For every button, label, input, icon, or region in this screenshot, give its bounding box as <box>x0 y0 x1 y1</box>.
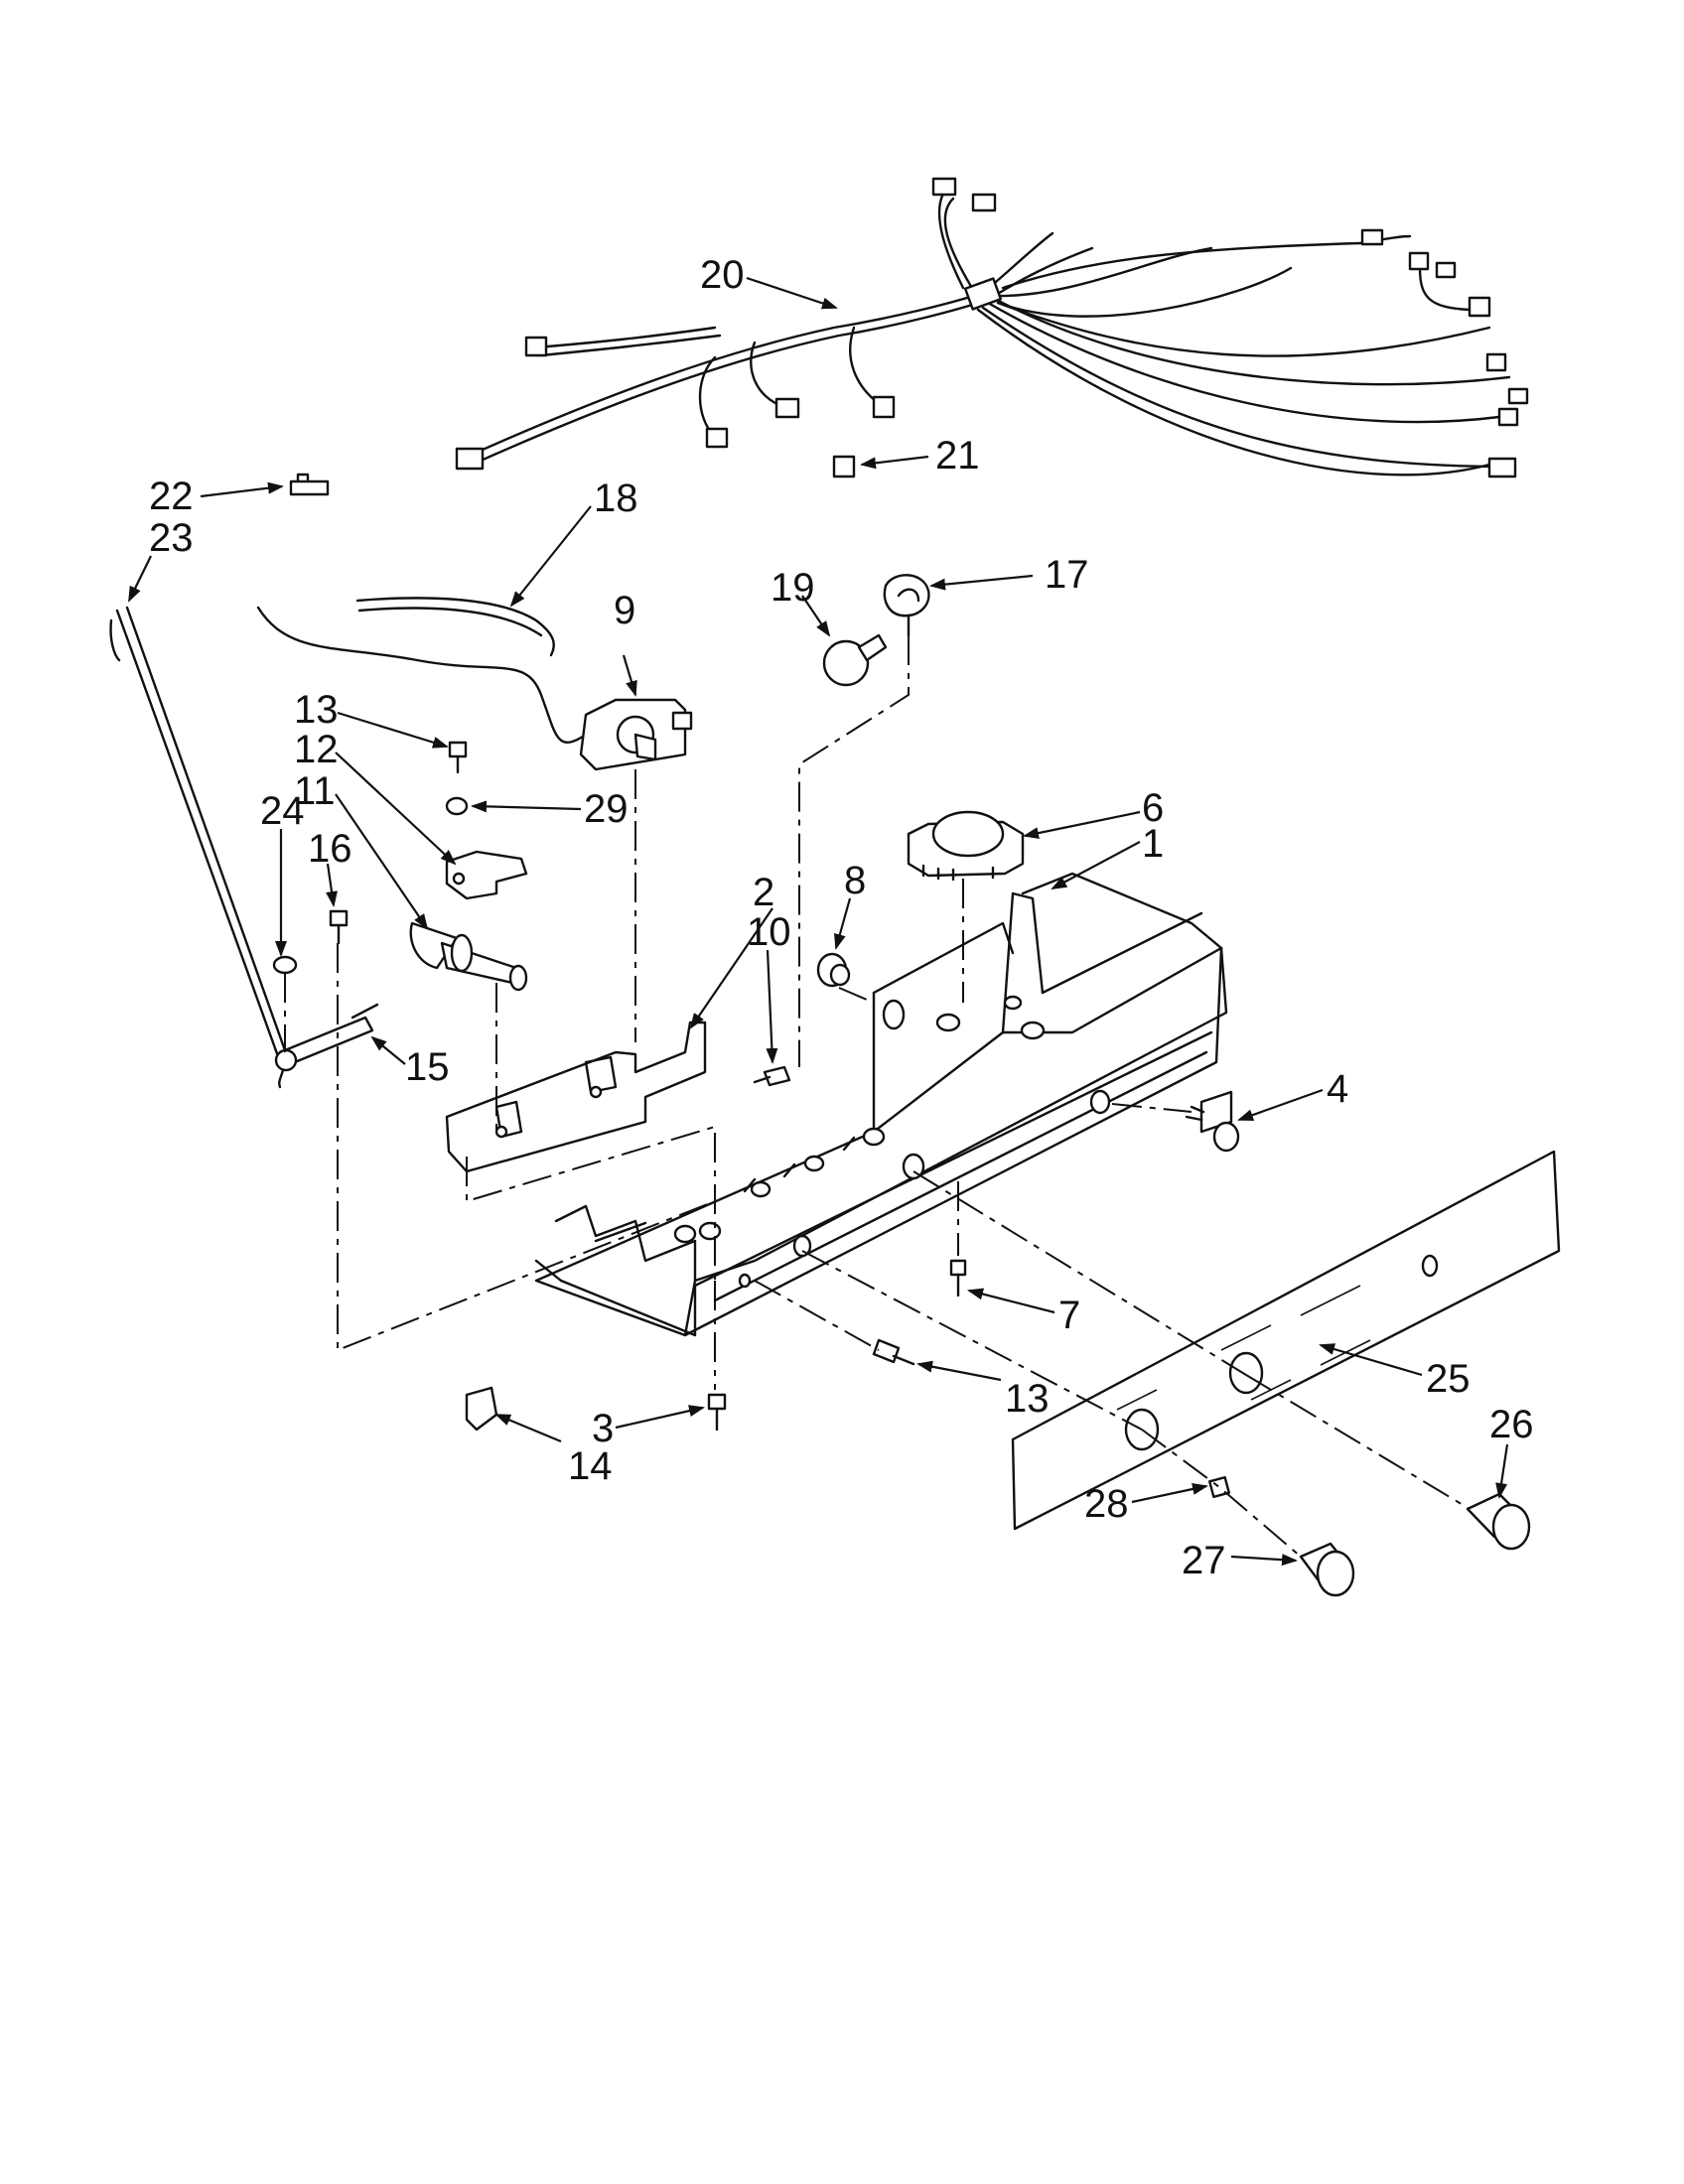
part-22-clip <box>289 473 330 496</box>
part-3-screw <box>707 1393 727 1432</box>
label-25: 25 <box>1426 1357 1471 1401</box>
part-21-clip <box>832 455 856 478</box>
label-28: 28 <box>1084 1482 1129 1526</box>
part-6-timer <box>907 810 1025 882</box>
part-11-shaft <box>409 921 528 992</box>
label-11: 11 <box>294 769 336 813</box>
label-26: 26 <box>1489 1403 1534 1446</box>
wire-harness <box>455 177 1529 478</box>
part-19-bulb <box>822 633 888 687</box>
part-10-screw <box>753 1065 791 1087</box>
label-2: 2 <box>753 871 774 914</box>
part-13-screw <box>448 741 468 774</box>
part-23-rod <box>109 606 293 1089</box>
part-29-washer <box>445 796 469 816</box>
part-7-screw <box>949 1259 967 1297</box>
part-labels: 1 2 3 4 6 7 8 9 10 11 12 13 13 14 15 16 … <box>149 253 1534 1582</box>
part-15-lever <box>274 1003 379 1072</box>
label-12: 12 <box>294 728 339 771</box>
part-17-socket <box>883 574 930 637</box>
label-1: 1 <box>1142 822 1164 866</box>
part-18-capillary <box>256 597 588 744</box>
label-13b: 13 <box>1005 1377 1050 1421</box>
label-22: 22 <box>149 475 194 518</box>
label-9: 9 <box>614 589 635 632</box>
part-8-bushing <box>816 952 851 988</box>
label-10: 10 <box>747 910 791 954</box>
label-14: 14 <box>568 1444 613 1488</box>
label-3: 3 <box>592 1407 614 1450</box>
label-29: 29 <box>584 787 629 831</box>
label-16: 16 <box>308 827 352 871</box>
part-12-bracket <box>445 850 528 900</box>
label-18: 18 <box>594 477 638 520</box>
label-23: 23 <box>149 516 194 560</box>
label-20: 20 <box>700 253 745 297</box>
part-27-knob <box>1299 1542 1355 1597</box>
label-21: 21 <box>935 434 980 478</box>
label-15: 15 <box>405 1045 450 1089</box>
part-16-screw <box>329 909 349 945</box>
label-13a: 13 <box>294 688 339 732</box>
part-2-bracket <box>445 1021 707 1173</box>
callout-arrows <box>128 276 1509 1567</box>
part-4-switch <box>1185 1090 1240 1153</box>
part-25-panel <box>1011 1150 1561 1531</box>
label-4: 4 <box>1327 1067 1348 1111</box>
assembly-lines <box>284 635 1471 1558</box>
label-17: 17 <box>1045 553 1089 597</box>
part-14-clip <box>465 1386 498 1432</box>
part-13-screw-lower <box>872 1338 915 1366</box>
label-8: 8 <box>844 859 866 902</box>
label-19: 19 <box>771 566 815 610</box>
part-24-washer <box>272 955 298 975</box>
label-27: 27 <box>1182 1539 1226 1582</box>
part-26-knob <box>1466 1492 1531 1551</box>
label-24: 24 <box>260 789 305 833</box>
label-6: 6 <box>1142 786 1164 830</box>
part-9-thermostat <box>579 698 693 771</box>
label-7: 7 <box>1058 1294 1080 1337</box>
